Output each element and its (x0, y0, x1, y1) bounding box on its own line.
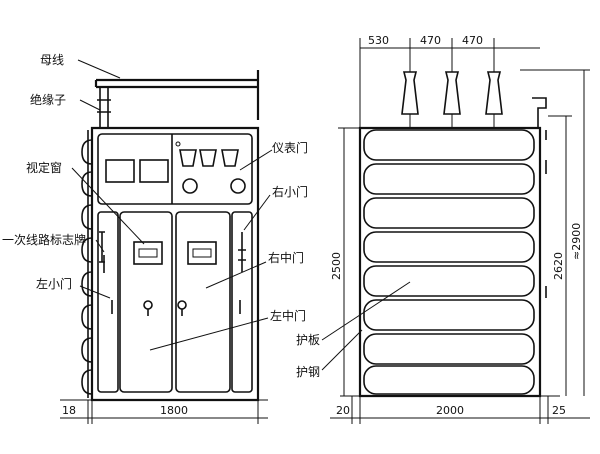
instrument-panel (97, 133, 253, 205)
insulator-shape (97, 87, 111, 128)
leader-viewing-window (71, 167, 145, 245)
side-panel-7 (363, 333, 535, 365)
label-insulator: 绝缘子 (30, 92, 66, 107)
label-busbar: 母线 (40, 53, 64, 67)
leader-insulator (79, 99, 101, 111)
side-panels (363, 129, 535, 395)
label-left-middle-door: 左中门 (270, 308, 306, 323)
leader-left-middle-door (149, 317, 269, 351)
insulator-stems (409, 114, 495, 128)
side-panel-3 (363, 197, 535, 229)
label-viewing-window: 视定窗 (26, 160, 62, 175)
side-view (330, 38, 590, 424)
dim-text-470-b: 470 (462, 34, 483, 47)
label-right-small-door: 右小门 (272, 184, 308, 199)
label-guard-plate: 护板 (296, 333, 320, 347)
dim-text-2500: 2500 (330, 252, 343, 280)
left-middle-door (119, 211, 173, 393)
leader-instrument-door (239, 149, 273, 171)
dim-text-2000: 2000 (436, 404, 464, 417)
side-bracket (532, 97, 547, 128)
leader-guard-plate (321, 281, 411, 341)
dim-text-20: 20 (336, 404, 350, 417)
label-circuit-sign: 一次线路标志牌 (2, 232, 86, 247)
indicator-windows (179, 149, 239, 167)
front-cabinet-outline (90, 126, 260, 402)
meter-left (105, 159, 135, 183)
label-guard-steel: 护钢 (296, 365, 320, 379)
side-panel-4 (363, 231, 535, 263)
dim-text-18: 18 (62, 404, 76, 417)
label-right-middle-door: 右中门 (268, 250, 304, 265)
side-handles (111, 300, 241, 314)
leader-left-small-door (79, 285, 111, 299)
front-left-bumps (81, 139, 93, 395)
leader-right-small-door (243, 194, 271, 231)
dim-text-2620: 2620 (552, 252, 565, 280)
meter-right (139, 159, 169, 183)
side-panel-1 (363, 129, 535, 161)
leader-busbar (77, 59, 121, 79)
side-panel-5 (363, 265, 535, 297)
left-lock-icon (143, 300, 153, 310)
right-lock-icon (177, 300, 187, 310)
viewing-window (133, 241, 163, 265)
right-window (187, 241, 217, 265)
front-leaders (71, 59, 273, 351)
knob-left-icon (182, 178, 198, 194)
knob-right-icon (230, 178, 246, 194)
leader-circuit-sign (95, 239, 105, 253)
right-middle-door (175, 211, 231, 393)
right-window-inner (192, 248, 212, 258)
circuit-sign-plate (99, 231, 105, 273)
right-handle (238, 232, 246, 272)
label-left-small-door: 左小门 (36, 276, 72, 291)
leader-guard-steel (321, 329, 363, 371)
dim-text-530: 530 (368, 34, 389, 47)
dim-text-2900: ≈2900 (570, 223, 583, 260)
side-panel-2 (363, 163, 535, 195)
dim-text-1800: 1800 (160, 404, 188, 417)
dim-text-470-a: 470 (420, 34, 441, 47)
side-panel-6 (363, 299, 535, 331)
leader-right-middle-door (205, 261, 267, 289)
side-leaders (321, 281, 411, 371)
top-insulators (401, 71, 503, 115)
label-instrument-door: 仪表门 (272, 140, 308, 155)
viewing-window-inner (138, 248, 158, 258)
screw-icon (175, 141, 181, 147)
busbar-shape (94, 70, 260, 120)
side-panel-8 (363, 365, 535, 395)
left-small-door (97, 211, 119, 393)
dim-text-25: 25 (552, 404, 566, 417)
right-small-door (231, 211, 253, 393)
front-view (60, 70, 268, 424)
